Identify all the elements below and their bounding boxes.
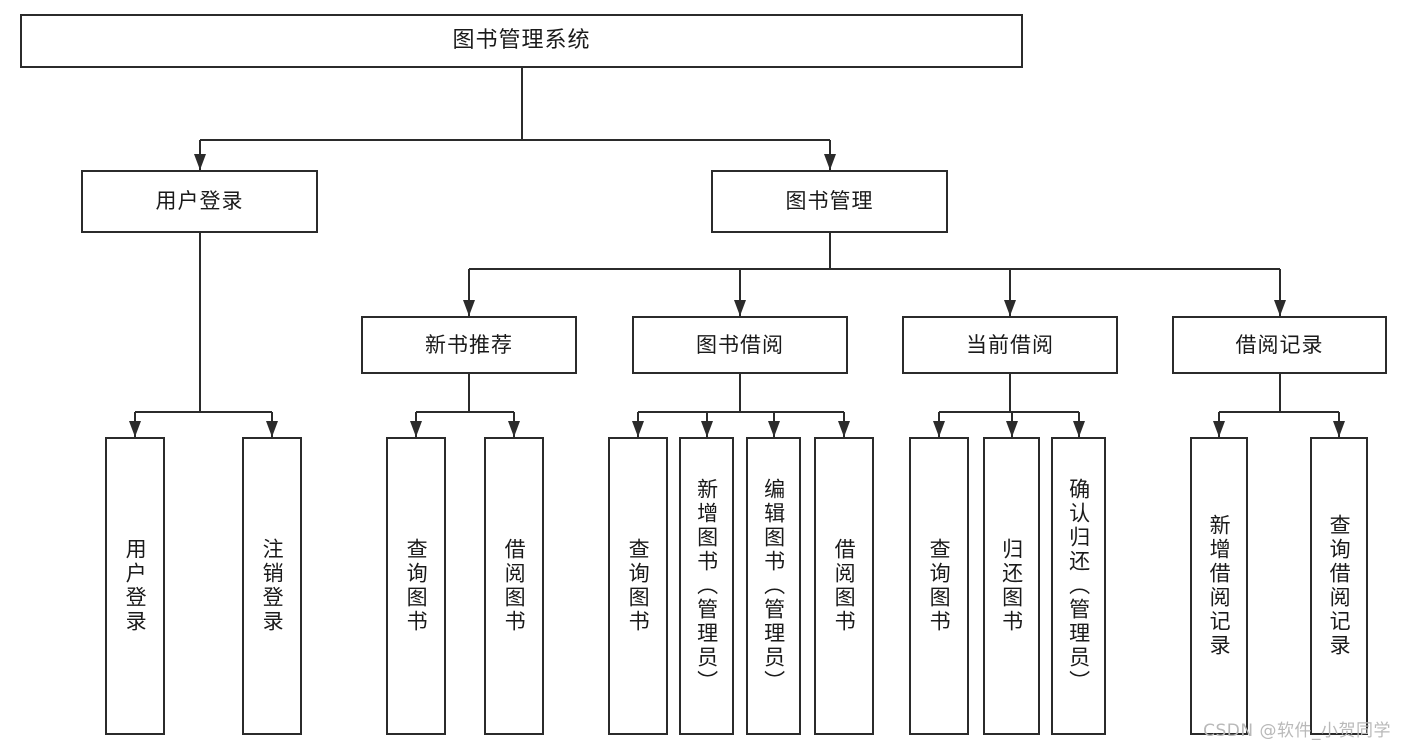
node-leaf-user-logout[interactable]: 注销登录 xyxy=(242,437,302,735)
node-label: 借阅图书 xyxy=(832,538,857,634)
connector-bus xyxy=(939,411,1079,413)
node-leaf-query-record[interactable]: 查询借阅记录 xyxy=(1310,437,1368,735)
connector-stem xyxy=(468,374,470,412)
node-leaf-add-book[interactable]: 新增图书（管理员） xyxy=(679,437,734,735)
connector-arrowhead xyxy=(508,421,520,437)
watermark: CSDN @软件_小贺同学 xyxy=(1203,721,1391,741)
node-leaf-user-login[interactable]: 用户登录 xyxy=(105,437,165,735)
node-label: 新书推荐 xyxy=(425,332,513,357)
connector-bus xyxy=(199,139,830,141)
node-label: 新增借阅记录 xyxy=(1207,514,1232,658)
node-label: 当前借阅 xyxy=(966,332,1054,357)
node-leaf-add-record[interactable]: 新增借阅记录 xyxy=(1190,437,1248,735)
connector-bus xyxy=(1219,411,1339,413)
connector-arrowhead xyxy=(1072,421,1085,437)
node-book-manage[interactable]: 图书管理 xyxy=(711,170,948,233)
connector-drop xyxy=(1009,269,1011,316)
node-leaf-query-book-cb[interactable]: 查询图书 xyxy=(909,437,969,735)
connector-stem xyxy=(1009,374,1011,412)
connector-stem xyxy=(739,374,741,412)
node-borrow-record[interactable]: 借阅记录 xyxy=(1172,316,1387,374)
node-leaf-edit-book[interactable]: 编辑图书（管理员） xyxy=(746,437,801,735)
node-label: 归还图书 xyxy=(999,538,1024,634)
node-label: 注销登录 xyxy=(260,538,285,634)
connector-drop xyxy=(1278,269,1281,316)
node-leaf-confirm-return[interactable]: 确认归还（管理员） xyxy=(1051,437,1106,735)
connector-stem xyxy=(1278,374,1281,412)
connector-stem xyxy=(828,233,831,269)
connector-bus xyxy=(469,268,1280,270)
node-label: 用户登录 xyxy=(123,538,148,634)
connector-arrowhead xyxy=(933,421,945,437)
connector-arrowhead xyxy=(129,421,141,437)
node-label: 查询借阅记录 xyxy=(1327,514,1352,658)
node-label: 查询图书 xyxy=(927,538,952,634)
node-book-borrow[interactable]: 图书借阅 xyxy=(632,316,848,374)
connector-arrowhead xyxy=(1273,300,1286,316)
node-label: 图书借阅 xyxy=(696,332,784,357)
connector-drop xyxy=(739,269,741,316)
connector-arrowhead xyxy=(632,421,644,437)
connector-arrowhead xyxy=(193,154,206,170)
connector-stem xyxy=(520,68,523,140)
node-label: 借阅图书 xyxy=(502,538,527,634)
connector-arrowhead xyxy=(838,421,850,437)
connector-arrowhead xyxy=(1333,421,1345,437)
connector-arrowhead xyxy=(1005,421,1018,437)
connector-bus xyxy=(638,411,844,413)
node-label: 查询图书 xyxy=(404,538,429,634)
node-label: 借阅记录 xyxy=(1235,332,1324,357)
connector-arrowhead xyxy=(700,421,713,437)
node-label: 图书管理 xyxy=(785,189,874,214)
connector-arrowhead xyxy=(1004,300,1016,316)
node-label: 编辑图书（管理员） xyxy=(761,478,786,694)
node-label: 查询图书 xyxy=(626,538,651,634)
node-label: 图书管理系统 xyxy=(452,28,591,54)
connector-arrowhead xyxy=(410,421,422,437)
connector-arrowhead xyxy=(266,421,278,437)
connector-arrowhead xyxy=(734,300,746,316)
node-user-login[interactable]: 用户登录 xyxy=(81,170,318,233)
node-new-book-rec[interactable]: 新书推荐 xyxy=(361,316,577,374)
connector-arrowhead xyxy=(1213,421,1225,437)
connector-arrowhead xyxy=(823,154,836,170)
node-root[interactable]: 图书管理系统 xyxy=(20,14,1023,68)
connector-arrowhead xyxy=(767,421,780,437)
node-leaf-return-book[interactable]: 归还图书 xyxy=(983,437,1040,735)
node-leaf-query-book-br[interactable]: 查询图书 xyxy=(608,437,668,735)
connector-bus xyxy=(135,411,272,413)
connector-arrowhead xyxy=(463,300,475,316)
node-leaf-borrow-book-br[interactable]: 借阅图书 xyxy=(814,437,874,735)
node-leaf-borrow-book-rec[interactable]: 借阅图书 xyxy=(484,437,544,735)
connector-bus xyxy=(416,411,514,413)
connector-stem xyxy=(198,233,201,412)
node-leaf-query-book-rec[interactable]: 查询图书 xyxy=(386,437,446,735)
node-label: 新增图书（管理员） xyxy=(694,478,719,694)
connector-drop xyxy=(468,269,470,316)
node-label: 用户登录 xyxy=(155,189,244,214)
node-current-borrow[interactable]: 当前借阅 xyxy=(902,316,1118,374)
node-label: 确认归还（管理员） xyxy=(1066,478,1091,694)
